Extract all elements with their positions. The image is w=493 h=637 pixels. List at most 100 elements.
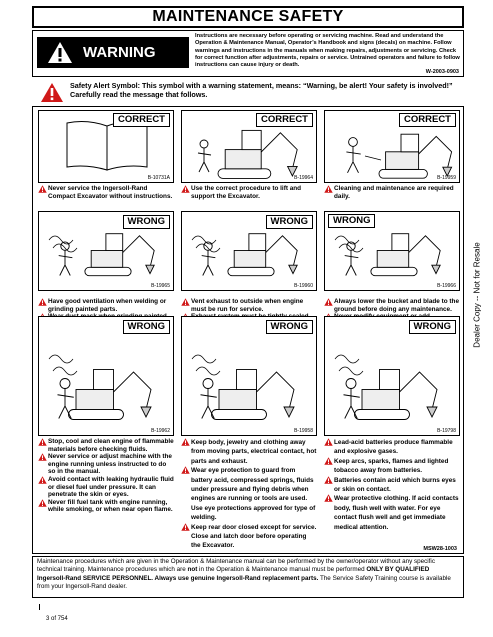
figure-code: B-19959 — [437, 175, 456, 181]
safety-alert-icon — [38, 476, 47, 484]
safety-alert-icon — [38, 438, 47, 446]
correct-label: CORRECT — [113, 113, 170, 127]
warning-code: W-2003-0903 — [425, 69, 459, 75]
illustration-panel: WRONG B-19958 — [181, 316, 317, 436]
figure-code: B-10731A — [147, 175, 170, 181]
illustration-art — [191, 233, 298, 277]
figure-code: B-19962 — [151, 428, 170, 434]
illustration-panel: CORRECT B-19959 — [324, 110, 460, 183]
illustration-art — [48, 354, 152, 420]
caption-text: Wear protective clothing. If acid contac… — [334, 495, 459, 531]
safety-alert-row: Safety Alert Symbol: This symbol with a … — [32, 80, 464, 104]
footer-bold: ONLY BY QUALIFIED Ingersoll-Rand SERVICE… — [37, 566, 430, 582]
panel-caption: Stop, cool and clean engine of flammable… — [38, 438, 174, 514]
safety-alert-icon — [38, 185, 47, 193]
caption-item: Never service or adjust machine with the… — [38, 453, 174, 476]
page-number: 3 of 754 — [46, 616, 68, 622]
figure-code: B-19960 — [294, 283, 313, 289]
caption-text: Batteries contain acid which burns eyes … — [334, 476, 456, 494]
caption-item: Keep arcs, sparks, flames and lighted to… — [324, 457, 460, 476]
safety-alert-text: Safety Alert Symbol: This symbol with a … — [70, 81, 453, 100]
figure-code: B-19958 — [294, 428, 313, 434]
caption-text: Use the correct procedure to lift and su… — [191, 185, 302, 200]
wrong-label: WRONG — [408, 320, 456, 334]
safety-alert-icon — [38, 453, 47, 461]
caption-item: Batteries contain acid which burns eyes … — [324, 475, 460, 495]
illustration-art — [334, 233, 441, 277]
illustration-grid — [32, 106, 464, 554]
caption-item: Always lower the bucket and blade to the… — [324, 298, 460, 313]
caption-text: Have good ventilation when welding or gr… — [48, 298, 167, 313]
caption-text: Vent exhaust to outside when engine must… — [191, 298, 304, 313]
caption-item: Keep rear door closed except for service… — [181, 522, 317, 551]
footer-not: not — [187, 566, 198, 574]
illustration-art — [191, 354, 295, 420]
correct-label: CORRECT — [399, 113, 456, 127]
caption-text: Keep body, jewelry and clothing away fro… — [191, 439, 317, 465]
caption-item: Have good ventilation when welding or gr… — [38, 298, 174, 313]
wrong-label: WRONG — [265, 215, 313, 229]
safety-alert-icon — [324, 185, 333, 193]
footer-line1: Maintenance procedures which are given i… — [37, 558, 435, 574]
footer-note: Maintenance procedures which are given i… — [32, 556, 464, 598]
illustration-art — [197, 129, 298, 179]
figure-code: B-19964 — [294, 175, 313, 181]
illustration-art — [66, 121, 148, 171]
warning-triangle-icon — [48, 42, 72, 63]
safety-alert-icon — [324, 457, 333, 465]
caption-item: Cleaning and maintenance are required da… — [324, 185, 460, 200]
illustration-panel: WRONG B-19960 — [181, 211, 317, 291]
caption-item: Wear protective clothing. If acid contac… — [324, 494, 460, 532]
panel-caption: Lead-acid batteries produce flammable an… — [324, 438, 460, 532]
safety-alert-icon — [38, 499, 47, 507]
panel-caption: Never service the Ingersoll-Rand Compact… — [38, 185, 174, 200]
illustration-panel: CORRECT B-19964 — [181, 110, 317, 183]
caption-text: Lead-acid batteries produce flammable an… — [334, 439, 453, 456]
wrong-label: WRONG — [122, 215, 170, 229]
caption-item: Vent exhaust to outside when engine must… — [181, 298, 317, 313]
caption-item: Keep body, jewelry and clothing away fro… — [181, 438, 317, 466]
figure-code: B-19798 — [437, 428, 456, 434]
illustration-panel: WRONG B-19966 — [324, 211, 460, 291]
panel-caption: Keep body, jewelry and clothing away fro… — [181, 438, 317, 551]
illustration-art — [48, 233, 155, 277]
safety-alert-icon — [181, 185, 190, 193]
figure-code: B-19965 — [151, 283, 170, 289]
figure-code: B-19966 — [437, 283, 456, 289]
warning-label-text: WARNING — [83, 44, 156, 61]
wrong-label: WRONG — [328, 214, 376, 228]
safety-alert-icon — [181, 438, 190, 446]
page-mark — [39, 604, 40, 610]
caption-text: Keep arcs, sparks, flames and lighted to… — [334, 457, 449, 475]
caption-item: Lead-acid batteries produce flammable an… — [324, 438, 460, 457]
caption-text: Never service the Ingersoll-Rand Compact… — [48, 185, 173, 200]
panel-caption: Cleaning and maintenance are required da… — [324, 185, 460, 200]
caption-text: Wear eye protection to guard from batter… — [191, 467, 316, 522]
warning-box: WARNING Instructions are necessary befor… — [32, 30, 464, 77]
safety-alert-icon — [181, 298, 190, 306]
footer-line2: in the Operation & Maintenance manual mu… — [197, 566, 367, 574]
page-title: MAINTENANCE SAFETY — [32, 6, 464, 28]
panel-caption: Use the correct procedure to lift and su… — [181, 185, 317, 200]
section-code: MSW28-1003 — [423, 546, 457, 552]
caption-text: Never fill fuel tank with engine running… — [48, 498, 173, 514]
wrong-label: WRONG — [265, 320, 313, 334]
safety-alert-icon — [38, 298, 47, 306]
caption-text: Cleaning and maintenance are required da… — [334, 185, 454, 200]
caption-item: Never service the Ingersoll-Rand Compact… — [38, 185, 174, 200]
caption-item: Avoid contact with leaking hydraulic flu… — [38, 476, 174, 499]
wrong-label: WRONG — [122, 320, 170, 334]
caption-text: Stop, cool and clean engine of flammable… — [48, 438, 174, 453]
illustration-art — [346, 133, 453, 179]
illustration-panel: CORRECT B-10731A — [38, 110, 174, 183]
safety-alert-icon — [324, 494, 333, 503]
caption-item: Use the correct procedure to lift and su… — [181, 185, 317, 200]
correct-label: CORRECT — [256, 113, 313, 127]
safety-alert-icon — [181, 522, 190, 531]
safety-alert-icon — [181, 466, 190, 474]
illustration-panel: WRONG B-19965 — [38, 211, 174, 291]
caption-text: Avoid contact with leaking hydraulic flu… — [48, 475, 174, 499]
safety-alert-icon — [324, 475, 333, 484]
footer-line3: The Service Safety Training course is av… — [37, 574, 451, 591]
warning-label: WARNING — [37, 37, 189, 68]
